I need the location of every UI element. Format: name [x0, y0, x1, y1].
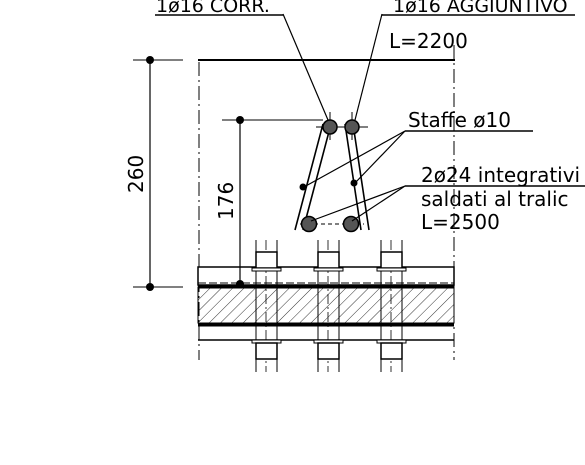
- label-integrativi: 2ø24 integrativi: [421, 163, 580, 187]
- bottom-bar-right: [342, 215, 360, 233]
- leader-bars-1: [310, 185, 406, 222]
- hatched-slab: [197, 286, 455, 324]
- label-saldati: saldati al tralic: [421, 187, 569, 211]
- stirrup-right: [344, 123, 370, 231]
- label-aggiuntivo: 1ø16 AGGIUNTIVO: [393, 0, 568, 17]
- stirrup-marker-left: [299, 183, 307, 191]
- bolt-2: [313, 240, 344, 372]
- dim-260-label: 260: [124, 155, 148, 193]
- label-l2500: L=2500: [421, 210, 500, 234]
- top-bar-aggiuntivo: [344, 119, 360, 135]
- bottom-bar-left: [300, 215, 318, 233]
- leader-bars-2: [351, 185, 406, 222]
- label-l2200: L=2200: [389, 29, 468, 53]
- leader-aggiuntivo: [354, 13, 383, 121]
- bolt-1: [251, 240, 282, 372]
- top-bar-corr: [322, 119, 338, 135]
- bolt-3: [376, 240, 407, 372]
- stirrup-marker-right: [350, 179, 358, 187]
- label-staffe: Staffe ø10: [408, 108, 511, 132]
- stirrup-left: [294, 123, 332, 231]
- label-corr: 1ø16 CORR.: [156, 0, 270, 17]
- dim-176-label: 176: [214, 182, 238, 220]
- leader-staffe-1: [303, 130, 406, 188]
- leader-staffe-2: [354, 130, 406, 184]
- leader-corr: [282, 13, 329, 121]
